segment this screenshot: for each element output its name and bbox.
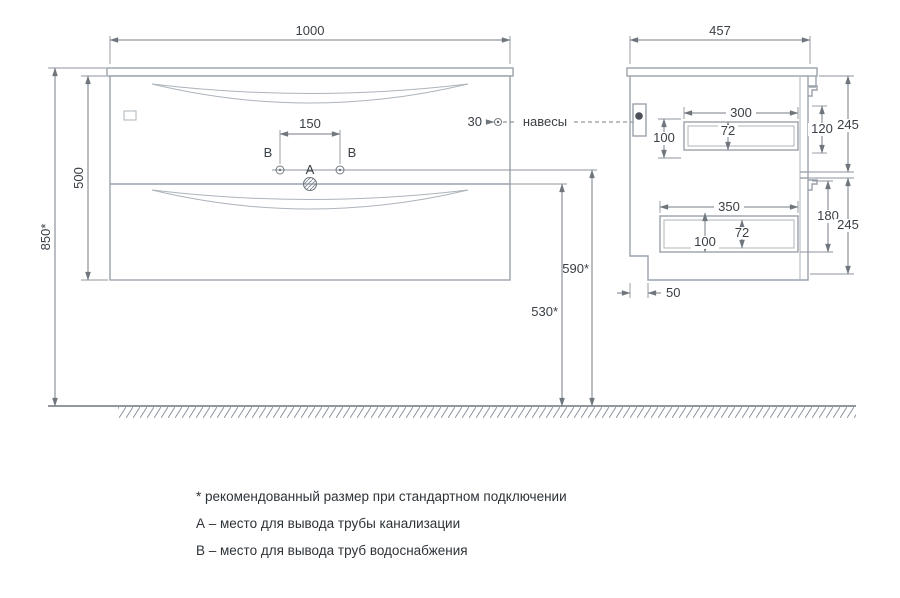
- dim-lower-facade: 245: [808, 177, 862, 275]
- water-hole-right-center: [338, 168, 342, 172]
- dim-back-offset: 50: [617, 283, 680, 300]
- left-hanger-mark: [123, 110, 137, 121]
- dim-label-mount-height: 850*: [38, 224, 53, 251]
- bottom-drawer-handle-recess: [151, 189, 469, 210]
- dim-upper-facade: 245: [808, 75, 862, 173]
- dim-upper-drawer-inner: 72: [718, 121, 738, 151]
- dim-label-lower-drawer-inner: 72: [735, 225, 749, 240]
- dim-label-water-spacing: 150: [299, 116, 321, 131]
- front-view: 1000 500 850* 150 B B A 30: [38, 23, 634, 407]
- dim-label-drain-height: 530*: [531, 304, 558, 319]
- front-countertop: [106, 67, 514, 77]
- side-countertop: [626, 67, 818, 77]
- side-cabinet-outline: [629, 76, 809, 281]
- dim-lower-drawer-inner: 72: [732, 219, 752, 249]
- ground-hatching: [118, 407, 856, 418]
- dim-mount-height: 850*: [38, 67, 106, 407]
- dim-label-upper-drawer-front: 100: [653, 130, 675, 145]
- side-view: 457 300 72 100: [617, 23, 862, 300]
- top-drawer-handle-recess: [151, 83, 469, 104]
- dim-water-spacing: 150: [279, 116, 341, 164]
- dim-label-front-width: 1000: [296, 23, 325, 38]
- dim-label-upper-gap: 120: [811, 121, 833, 136]
- dim-label-upper-facade: 245: [837, 117, 859, 132]
- dim-label-front-height: 500: [71, 167, 86, 189]
- dim-upper-drawer-depth: 300: [683, 105, 799, 120]
- dim-label-back-offset: 50: [666, 285, 680, 300]
- ground: [48, 405, 856, 418]
- dim-label-upper-drawer-depth: 300: [730, 105, 752, 120]
- lower-drawer-box: [659, 215, 799, 253]
- water-hole-right: [335, 165, 345, 175]
- lower-handle-profile: [808, 179, 818, 191]
- upper-drawer-box-inner: [687, 125, 795, 147]
- water-hole-left-center: [278, 168, 282, 172]
- dim-label-water-height: 590*: [562, 261, 589, 276]
- legend-point-b: B – место для вывода труб водоснабжения: [196, 543, 468, 558]
- dim-upper-drawer-front: 100: [650, 118, 681, 159]
- dim-front-width: 1000: [109, 23, 511, 64]
- dim-label-lower-gap: 180: [817, 208, 839, 223]
- dim-front-height: 500: [71, 75, 108, 281]
- water-hole-left: [275, 165, 285, 175]
- dim-drain-height: 530*: [526, 183, 565, 407]
- hangers-callout: навесы: [503, 114, 634, 129]
- top-drawer-handle-recess-inner: [151, 83, 469, 94]
- lower-drawer-box-inner: [663, 219, 795, 249]
- point-a-label: A: [306, 162, 315, 177]
- right-hanger-hole-center: [496, 120, 500, 124]
- dim-depth: 457: [629, 23, 811, 64]
- upper-handle-profile: [808, 85, 818, 97]
- dim-label-hanger-offset: 30: [468, 114, 482, 129]
- upper-drawer-box: [683, 121, 799, 151]
- dim-upper-gap: 120: [808, 105, 836, 154]
- dim-label-lower-drawer-front: 100: [694, 234, 716, 249]
- drain-hole: [303, 177, 317, 191]
- legend-note: * рекомендованный размер при стандартном…: [196, 489, 567, 504]
- point-b-right-label: B: [348, 145, 357, 160]
- legend: * рекомендованный размер при стандартном…: [196, 489, 567, 558]
- dim-lower-drawer-depth: 350: [659, 199, 799, 214]
- point-b-left-label: B: [264, 145, 273, 160]
- hangers-label: навесы: [523, 114, 567, 129]
- dim-water-height: 590*: [556, 169, 595, 407]
- dim-lower-gap: 180: [800, 180, 842, 253]
- bottom-drawer-handle-recess-inner: [151, 189, 469, 200]
- legend-point-a: А – место для вывода трубы канализации: [196, 516, 460, 531]
- dim-hanger-offset: 30: [468, 114, 495, 129]
- dim-label-lower-facade: 245: [837, 217, 859, 232]
- dim-label-upper-drawer-inner: 72: [721, 123, 735, 138]
- dim-label-lower-drawer-depth: 350: [718, 199, 740, 214]
- wall-hanger-knob: [635, 112, 643, 120]
- dim-label-depth: 457: [709, 23, 731, 38]
- wall-hanger-bracket: [632, 103, 647, 137]
- dim-lower-drawer-front: 100: [691, 212, 719, 253]
